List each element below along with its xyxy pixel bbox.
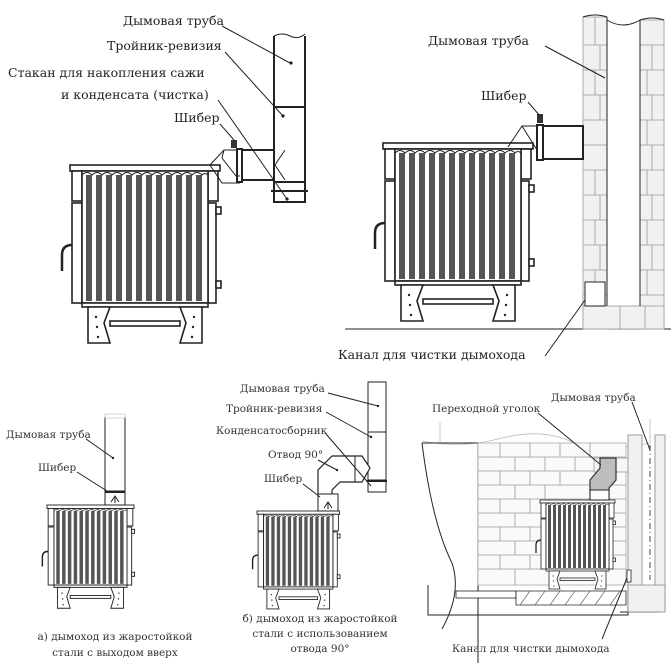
- connector-pipe: [541, 125, 584, 160]
- label-tee-revision: Тройник-ревизия: [107, 38, 222, 53]
- label-damper: Шибер: [481, 88, 527, 103]
- caption-b-line1: б) дымоход из жаростойкой: [242, 613, 397, 625]
- label-condensate-collector: Конденсатосборник: [216, 425, 328, 437]
- cleaning-channel: [626, 569, 632, 583]
- top-left-installation: Дымовая труба Тройник-ревизия Стакан для…: [8, 13, 308, 345]
- label-soot-cup-line2: и конденсата (чистка): [61, 87, 209, 102]
- label-cleaning-channel: Канал для чистки дымохода: [338, 347, 526, 362]
- label-chimney-pipe: Дымовая труба: [6, 429, 91, 441]
- chimney-pipe: [273, 36, 306, 107]
- label-damper: Шибер: [174, 110, 220, 125]
- chimney-pipe: [367, 381, 387, 433]
- label-chimney-pipe: Дымовая труба: [240, 383, 325, 395]
- caption-a-line2: стали с выходом вверх: [52, 647, 178, 659]
- label-chimney-pipe: Дымовая труба: [123, 13, 225, 28]
- damper: [589, 489, 610, 501]
- caption-b-line2: стали с использованием: [252, 628, 387, 640]
- tee-revision: [273, 106, 306, 183]
- bottom-right-installation: Переходной уголок Дымовая труба Канал дл…: [421, 392, 666, 663]
- brick-chimney: [582, 14, 665, 330]
- label-cleaning-channel: Канал для чистки дымохода: [452, 643, 610, 655]
- stove-body: [41, 504, 136, 609]
- top-right-installation: Дымовая труба Шибер Канал для чистки дым…: [338, 14, 671, 362]
- label-bend-90: Отвод 90°: [268, 449, 323, 461]
- caption-a-line1: а) дымоход из жаростойкой: [38, 631, 193, 643]
- label-tee-revision: Тройник-ревизия: [226, 403, 323, 415]
- label-chimney-pipe: Дымовая труба: [551, 392, 636, 404]
- damper-knob: [231, 140, 237, 148]
- damper: [236, 148, 243, 183]
- bottom-left-installation: Дымовая труба Шибер а) дымоход из жарост…: [6, 413, 193, 659]
- label-damper: Шибер: [264, 473, 303, 485]
- label-chimney-pipe: Дымовая труба: [428, 33, 530, 48]
- damper: [536, 124, 544, 161]
- tee-revision: [367, 431, 387, 481]
- label-soot-cup-line1: Стакан для накопления сажи: [8, 65, 205, 80]
- bend-90: [317, 455, 371, 494]
- stove-body: [373, 141, 536, 323]
- label-damper: Шибер: [38, 462, 77, 474]
- bottom-middle-installation: Дымовая труба Тройник-ревизия Конденсато…: [216, 381, 398, 655]
- stove-body: [251, 510, 341, 610]
- label-transition-elbow: Переходной уголок: [432, 403, 541, 415]
- stove-body: [60, 163, 223, 345]
- caption-b-line3: отвода 90°: [290, 643, 349, 655]
